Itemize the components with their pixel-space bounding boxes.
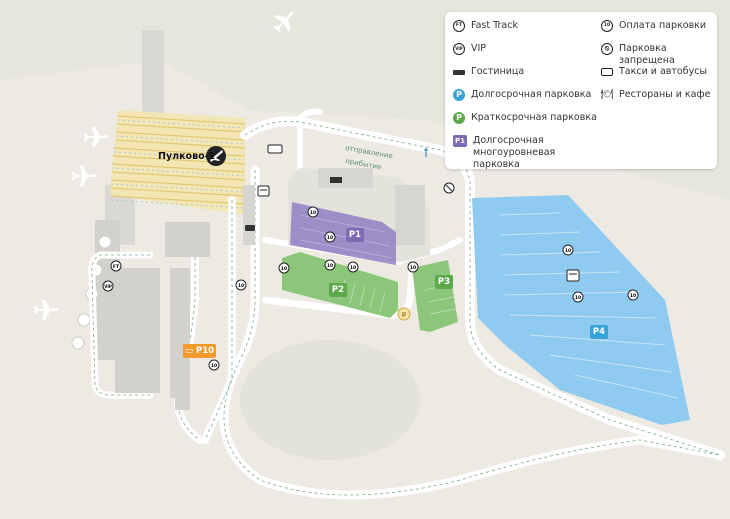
service-building: [318, 168, 373, 188]
taxi-bus-icon: [601, 66, 613, 78]
parking-p2-label[interactable]: P2: [329, 283, 347, 297]
road-lane-lines: [91, 120, 721, 496]
svg-text:10: 10: [238, 283, 244, 289]
svg-text:₽: ₽: [402, 311, 407, 319]
hotel-icon: [330, 177, 342, 183]
legend-item-vip: VIP VIP: [453, 43, 486, 55]
pay-parking-icon[interactable]: 10: [278, 262, 290, 274]
legend-item-fast-track: FT Fast Track: [453, 20, 518, 32]
parking-p4-label[interactable]: P4: [590, 325, 608, 339]
parking-p4-lines: [499, 212, 679, 399]
legend-item-pay-parking: 10 Оплата парковки: [601, 20, 706, 32]
restaurant-icon: 🍽: [600, 89, 614, 100]
no-parking-icon: ⦸: [601, 43, 613, 55]
parking-p10-label[interactable]: ▭ P10: [183, 344, 216, 358]
svg-text:10: 10: [327, 263, 333, 269]
fast-track-icon: FT: [453, 20, 465, 32]
pay-parking-icon[interactable]: 10: [562, 244, 574, 256]
parking-p1-area[interactable]: [290, 202, 396, 265]
bus-icon: [566, 269, 580, 282]
legend-label: Рестораны и кафе: [619, 89, 711, 100]
legend-item-short-term: P Краткосрочная парковка: [453, 112, 597, 124]
legend-label: Гостиница: [471, 66, 525, 77]
parking-blue-icon: P: [453, 89, 465, 101]
map-legend: FT Fast Track VIP VIP Гостиница P Долгос…: [445, 12, 717, 171]
legend-label: Такси и автобусы: [619, 66, 707, 77]
legend-label: Краткосрочная парковка: [471, 112, 597, 123]
pay-parking-icon[interactable]: 10: [307, 206, 319, 218]
inner-grass: [240, 340, 420, 460]
svg-text:VIP: VIP: [104, 284, 112, 289]
legend-label: Долгосрочная многоуровневая парковка: [473, 135, 556, 170]
pay-parking-icon: 10: [601, 20, 613, 32]
pay-parking-icon[interactable]: 10: [324, 231, 336, 243]
parking-p3-label[interactable]: P3: [435, 275, 453, 289]
legend-item-taxi-bus: Такси и автобусы: [601, 66, 707, 78]
bus-icon: [257, 185, 270, 197]
pedestrian-icon: [424, 148, 428, 157]
pay-parking-icon[interactable]: 10: [347, 261, 359, 273]
pay-parking-icon[interactable]: 10: [407, 261, 419, 273]
car-icon: [245, 225, 255, 231]
service-building: [395, 185, 425, 245]
legend-label: Парковка запрещена: [619, 43, 675, 66]
ruble-icon: ₽: [397, 307, 411, 321]
pay-parking-icon[interactable]: 10: [235, 279, 247, 291]
pay-parking-icon[interactable]: 10: [627, 289, 639, 301]
legend-label: Долгосрочная парковка: [471, 89, 592, 100]
legend-label: Оплата парковки: [619, 20, 707, 31]
taxi-icon: [267, 144, 283, 154]
svg-text:FT: FT: [113, 264, 120, 270]
svg-text:10: 10: [310, 210, 316, 216]
gray-parking-lots: [115, 222, 210, 410]
legend-label: Fast Track: [471, 20, 518, 31]
legend-label: VIP: [471, 43, 487, 54]
parking-p10-text: P10: [195, 346, 215, 356]
parking-p4-area[interactable]: [472, 195, 690, 425]
airplane-icon: [34, 300, 58, 320]
pay-parking-icon[interactable]: 10: [324, 259, 336, 271]
svg-text:10: 10: [410, 265, 416, 271]
svg-text:10: 10: [281, 266, 287, 272]
legend-item-long-term: P Долгосрочная парковка: [453, 89, 591, 101]
legend-item-restaurants: 🍽 Рестораны и кафе: [600, 89, 711, 101]
airplane-icon: [273, 11, 294, 33]
legend-item-hotel: Гостиница: [453, 66, 524, 78]
airport-icon: [206, 146, 226, 166]
parking-p1-label[interactable]: P1: [346, 228, 364, 242]
svg-text:10: 10: [575, 295, 581, 301]
parking-p1-lines: [299, 214, 393, 259]
svg-text:10: 10: [211, 363, 217, 369]
svg-text:10: 10: [630, 293, 636, 299]
airplane-icon: [84, 127, 108, 147]
vip-icon: VIP: [453, 43, 465, 55]
hotel-icon: [453, 66, 465, 78]
svg-text:10: 10: [565, 248, 571, 254]
no-parking-icon: [443, 182, 455, 194]
vip-icon[interactable]: VIP: [102, 280, 114, 292]
pay-parking-icon[interactable]: 10: [572, 291, 584, 303]
legend-item-multilevel: P1 Долгосрочная многоуровневая парковка: [453, 135, 603, 171]
fast-track-icon[interactable]: FT: [110, 260, 122, 272]
parking-p1-icon: P1: [453, 135, 467, 147]
legend-item-no-parking: ⦸ Парковка запрещена: [601, 43, 717, 67]
airplane-icon: [72, 166, 96, 186]
svg-text:10: 10: [350, 265, 356, 271]
pay-parking-icon[interactable]: 10: [208, 359, 220, 371]
terminal-label: Пулково-1: [158, 151, 215, 162]
parking-green-icon: P: [453, 112, 465, 124]
service-building: [243, 185, 255, 245]
bus-icon: ▭: [184, 346, 196, 356]
svg-text:10: 10: [327, 235, 333, 241]
